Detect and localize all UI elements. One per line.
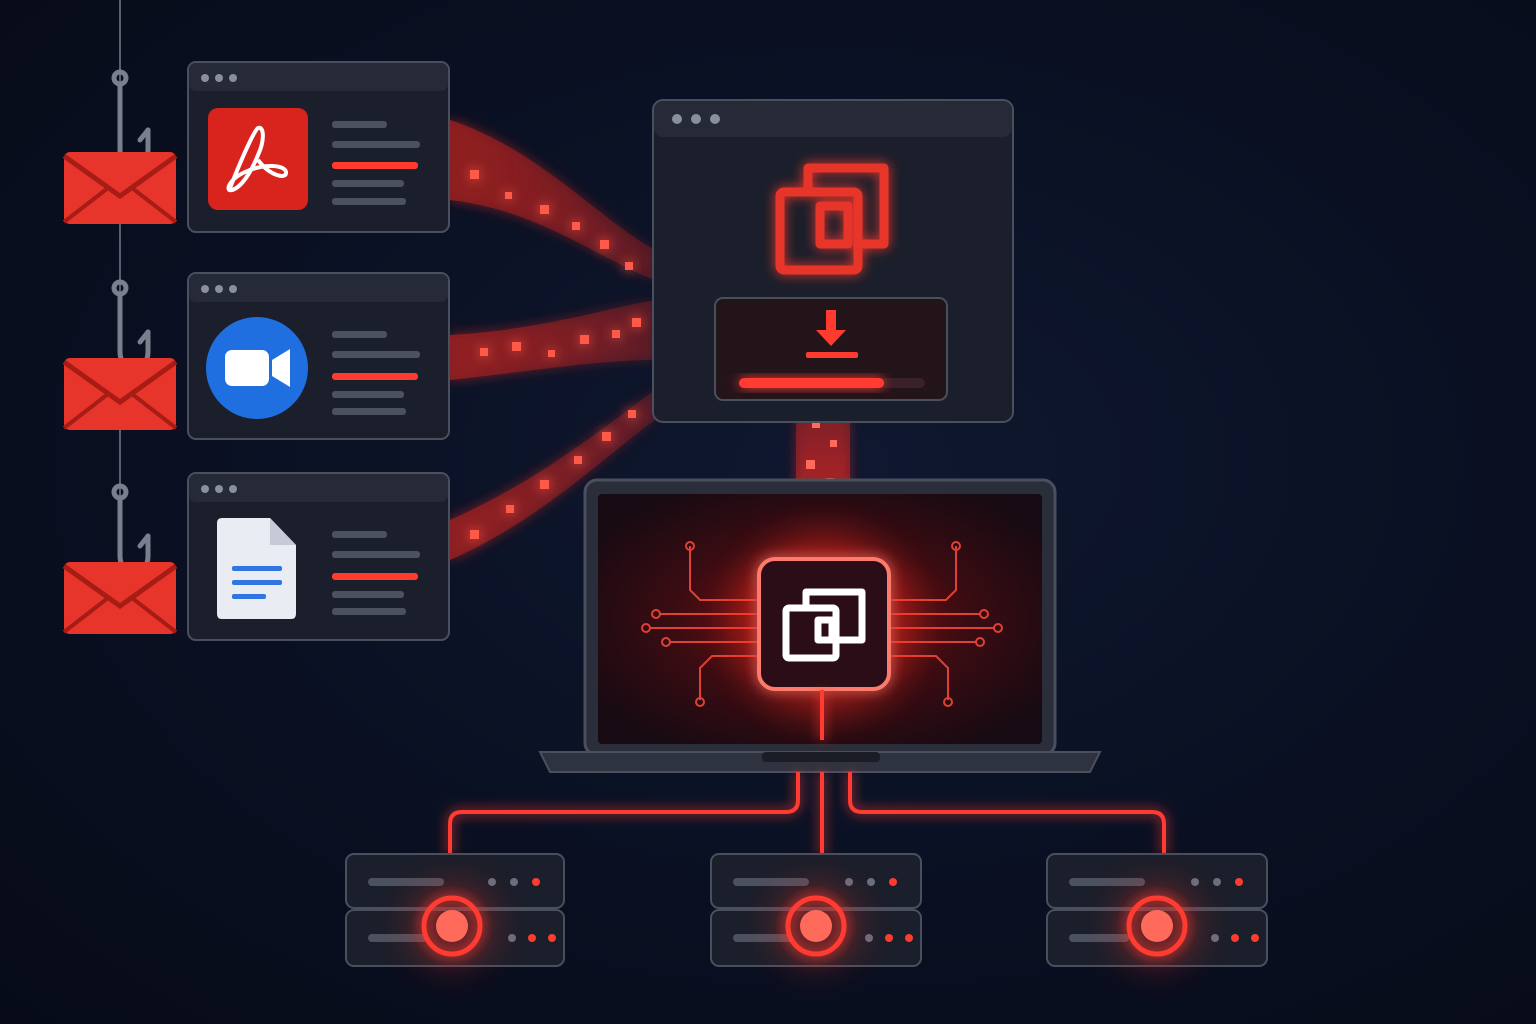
fish-hook-icon xyxy=(111,279,151,371)
server-alert-core xyxy=(436,910,468,942)
pdf-icon xyxy=(208,108,308,210)
text-lines xyxy=(332,121,420,205)
phishing-email-icon xyxy=(62,358,178,430)
document-lure-window xyxy=(187,472,450,641)
download-icon xyxy=(806,310,858,358)
fish-hook-icon xyxy=(111,483,151,575)
download-progress-fill xyxy=(739,378,885,388)
text-lines xyxy=(332,531,420,615)
server-icon xyxy=(345,853,565,967)
server-alert-ring xyxy=(421,895,483,957)
lure-document xyxy=(62,472,450,641)
lure-video xyxy=(62,272,450,440)
server-icon xyxy=(1046,853,1268,967)
server-group xyxy=(345,853,1268,967)
server-alert-ring xyxy=(1126,895,1188,957)
server-icon xyxy=(710,853,922,967)
server-alert-core xyxy=(800,910,832,942)
overlapping-squares-chip-icon xyxy=(757,557,891,691)
video-lure-window xyxy=(187,272,450,440)
network-lines xyxy=(448,690,1166,855)
phishing-email-icon xyxy=(62,152,178,224)
video-camera-icon xyxy=(206,317,308,419)
data-streams xyxy=(450,120,655,560)
lure-pdf xyxy=(62,61,450,233)
text-lines xyxy=(332,331,420,415)
payload-window xyxy=(652,99,1014,423)
overlapping-squares-icon xyxy=(775,163,889,275)
pdf-lure-window xyxy=(187,61,450,233)
phishing-email-icon xyxy=(62,562,178,634)
document-icon xyxy=(217,518,296,619)
download-panel xyxy=(714,297,948,401)
server-alert-ring xyxy=(785,895,847,957)
server-alert-core xyxy=(1141,910,1173,942)
